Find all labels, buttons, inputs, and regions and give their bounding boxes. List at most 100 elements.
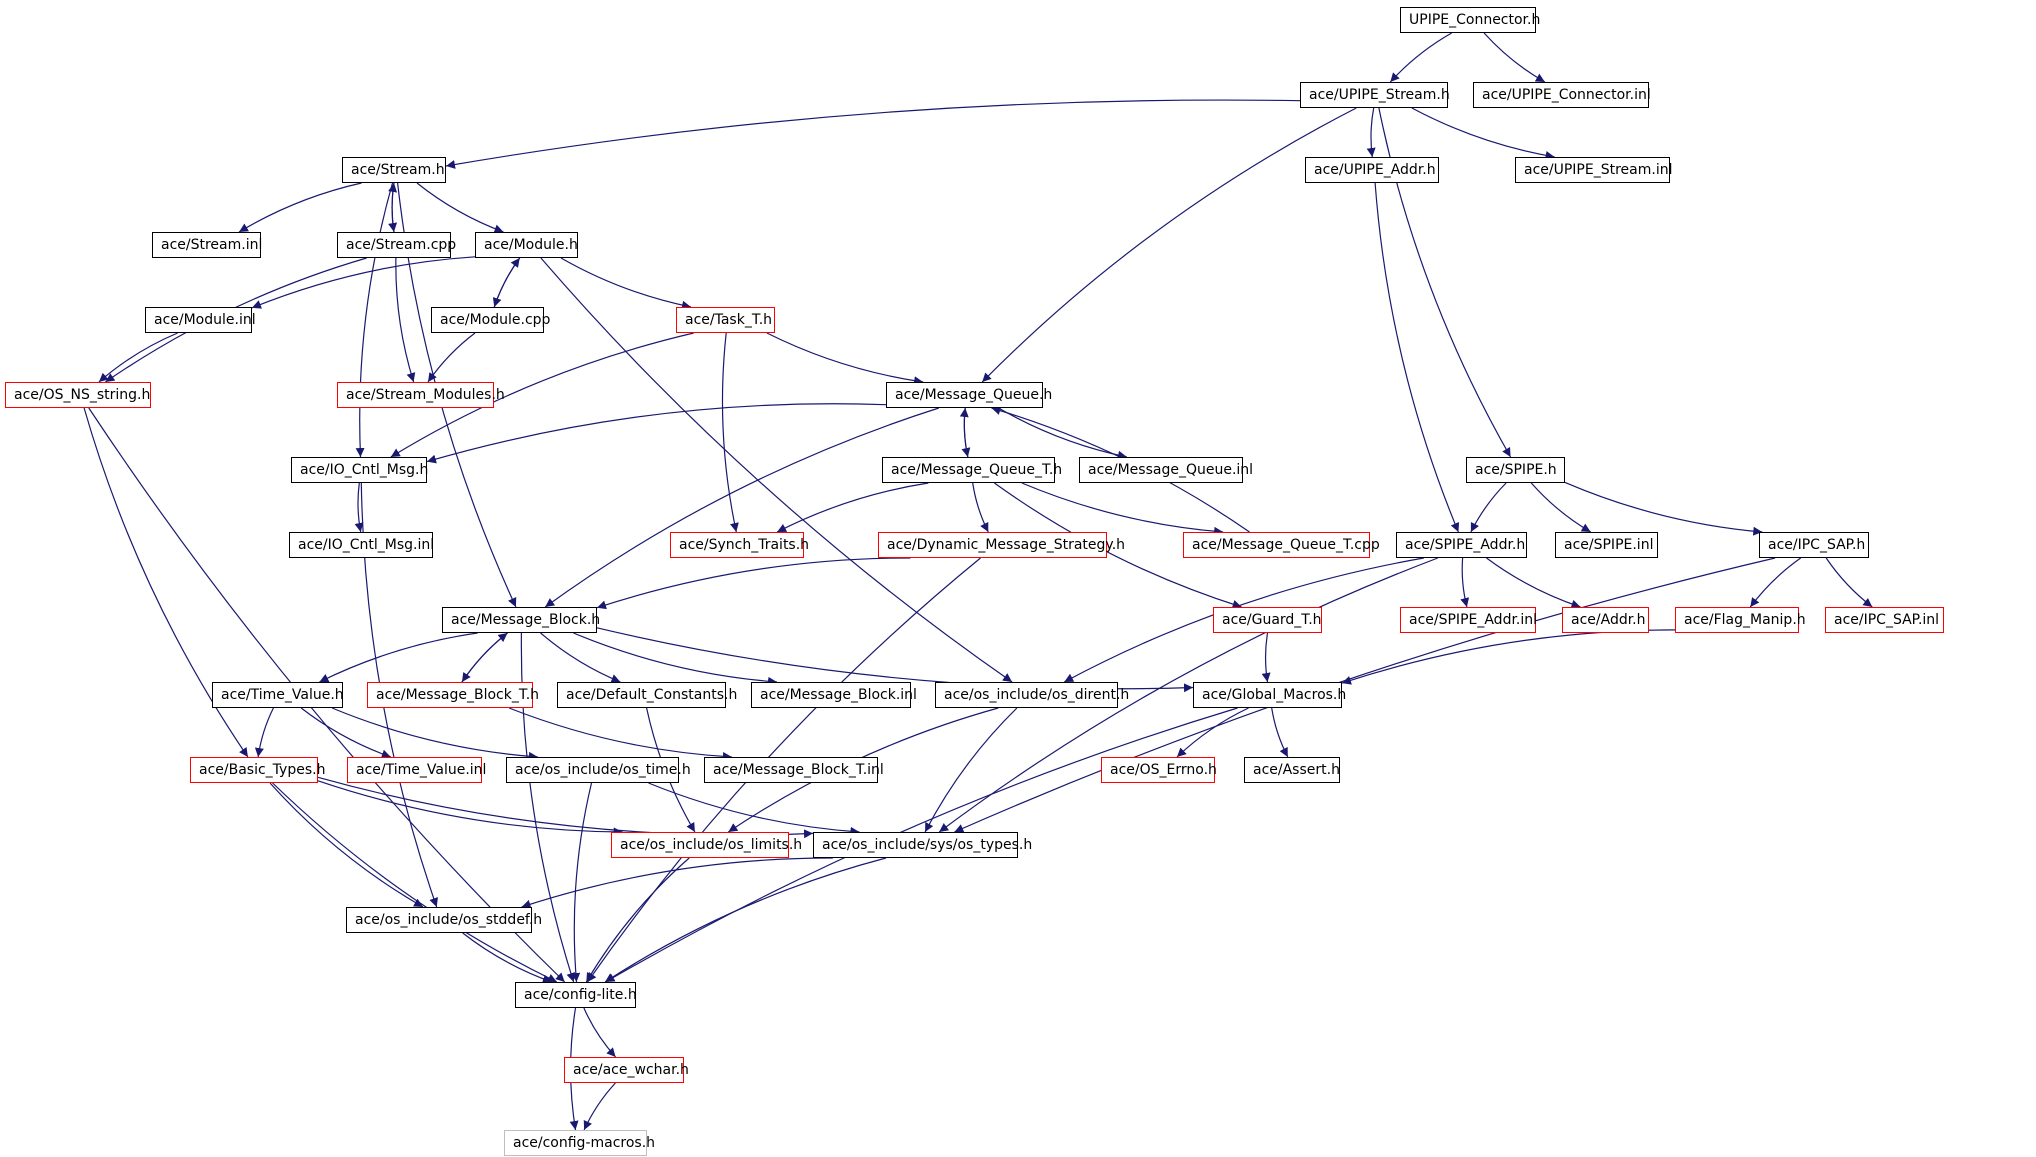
- node-io-cntl-msg-inl[interactable]: ace/IO_Cntl_Msg.inl: [289, 532, 434, 558]
- node-addr-h[interactable]: ace/Addr.h: [1562, 607, 1649, 633]
- edge-n24-to-n29: [1460, 557, 1470, 608]
- edge-n4-to-n7: [238, 182, 362, 233]
- edge-n19-to-n26: [1564, 481, 1763, 536]
- edge-n28-to-n38: [1261, 632, 1271, 683]
- edge-n46-to-n48: [604, 857, 887, 983]
- edge-n13-to-n39: [83, 407, 249, 758]
- edge-n4-to-n16: [355, 182, 394, 458]
- node-os-dirent-h[interactable]: ace/os_include/os_dirent.h: [935, 682, 1129, 708]
- edge-n19-to-n25: [1530, 482, 1592, 533]
- edge-n39-to-n47: [269, 782, 424, 908]
- edge-n24-to-n37: [1063, 557, 1424, 683]
- node-os-time-h[interactable]: ace/os_include/os_time.h: [506, 757, 691, 783]
- edge-n17-to-n23: [1021, 482, 1224, 536]
- edge-n45-to-n48: [585, 857, 690, 983]
- edge-n48-to-n49: [583, 1007, 617, 1058]
- node-os-limits-h[interactable]: ace/os_include/os_limits.h: [611, 832, 802, 858]
- node-module-inl[interactable]: ace/Module.inl: [145, 307, 256, 333]
- edge-n22-to-n27: [596, 557, 911, 610]
- edge-n2-to-n6: [1411, 107, 1555, 160]
- edge-n16-to-n20: [354, 482, 364, 533]
- edge-n5-to-n24: [1374, 182, 1460, 533]
- node-guard-t-h[interactable]: ace/Guard_T.h: [1213, 607, 1322, 633]
- edge-n12-to-n21: [721, 332, 739, 533]
- edge-n41-to-n48: [571, 782, 593, 983]
- edge-n10-to-n13: [98, 332, 178, 383]
- node-config-lite-h[interactable]: ace/config-lite.h: [515, 982, 637, 1008]
- node-os-ns-string-h[interactable]: ace/OS_NS_string.h: [5, 382, 151, 408]
- edge-n9-to-n12: [560, 257, 692, 310]
- edge-n17-to-n21: [776, 482, 929, 533]
- node-spipe-addr-h[interactable]: ace/SPIPE_Addr.h: [1396, 532, 1527, 558]
- edge-n31-to-n38: [1341, 629, 1676, 685]
- edge-n9-to-n37: [540, 257, 1013, 683]
- edge-n26-to-n32: [1825, 557, 1873, 608]
- node-message-block-t-inl[interactable]: ace/Message_Block_T.inl: [704, 757, 884, 783]
- node-upipe-addr-h[interactable]: ace/UPIPE_Addr.h: [1305, 157, 1439, 183]
- edge-n27-to-n34: [461, 632, 508, 683]
- edge-n2-to-n19: [1378, 107, 1512, 458]
- node-global-macros-h[interactable]: ace/Global_Macros.h: [1193, 682, 1346, 708]
- node-task-t-h[interactable]: ace/Task_T.h: [676, 307, 775, 333]
- node-os-errno-h[interactable]: ace/OS_Errno.h: [1101, 757, 1217, 783]
- node-message-block-h[interactable]: ace/Message_Block.h: [442, 607, 600, 633]
- node-time-value-h[interactable]: ace/Time_Value.h: [212, 682, 344, 708]
- edge-n38-to-n43: [1176, 707, 1249, 758]
- edge-n49-to-n50: [583, 1082, 616, 1131]
- node-upipe-stream-inl[interactable]: ace/UPIPE_Stream.inl: [1515, 157, 1672, 183]
- node-upipe-connector-inl[interactable]: ace/UPIPE_Connector.inl: [1473, 82, 1651, 108]
- node-module-cpp[interactable]: ace/Module.cpp: [431, 307, 550, 333]
- edge-n2-to-n15: [981, 107, 1357, 383]
- edge-n17-to-n22: [972, 482, 989, 533]
- node-os-stddef-h[interactable]: ace/os_include/os_stddef.h: [346, 907, 542, 933]
- node-assert-h[interactable]: ace/Assert.h: [1244, 757, 1340, 783]
- node-upipe-stream-h[interactable]: ace/UPIPE_Stream.h: [1300, 82, 1450, 108]
- node-spipe-inl[interactable]: ace/SPIPE.inl: [1555, 532, 1658, 558]
- edge-n17-to-n15: [959, 407, 969, 458]
- edge-n12-to-n16: [390, 332, 694, 458]
- edge-n39-to-n48: [272, 782, 558, 983]
- node-config-macros-h[interactable]: ace/config-macros.h: [504, 1130, 655, 1156]
- edge-n22-to-n48: [587, 557, 981, 983]
- node-basic-types-h[interactable]: ace/Basic_Types.h: [190, 757, 325, 783]
- edge-n34-to-n27: [461, 632, 508, 683]
- node-default-constants-h[interactable]: ace/Default_Constants.h: [557, 682, 737, 708]
- edge-n1-to-n3: [1483, 32, 1546, 83]
- node-ipc-sap-h[interactable]: ace/IPC_SAP.h: [1759, 532, 1869, 558]
- node-time-value-inl[interactable]: ace/Time_Value.inl: [347, 757, 486, 783]
- node-message-queue-t-cpp[interactable]: ace/Message_Queue_T.cpp: [1183, 532, 1380, 558]
- edge-n27-to-n35: [540, 632, 621, 683]
- node-os-types-h[interactable]: ace/os_include/sys/os_types.h: [813, 832, 1032, 858]
- edge-n27-to-n38: [596, 627, 1194, 693]
- node-module-h[interactable]: ace/Module.h: [475, 232, 578, 258]
- node-message-queue-inl[interactable]: ace/Message_Queue.inl: [1079, 457, 1253, 483]
- node-stream-h[interactable]: ace/Stream.h: [342, 157, 446, 183]
- node-spipe-addr-inl[interactable]: ace/SPIPE_Addr.inl: [1400, 607, 1537, 633]
- edge-n37-to-n46: [924, 707, 1018, 833]
- node-stream-cpp[interactable]: ace/Stream.cpp: [337, 232, 456, 258]
- edge-n27-to-n33: [319, 632, 478, 683]
- edge-n8-to-n4: [388, 182, 398, 233]
- node-dynamic-message-strategy-h[interactable]: ace/Dynamic_Message_Strategy.h: [878, 532, 1125, 558]
- node-message-queue-h[interactable]: ace/Message_Queue.h: [886, 382, 1052, 408]
- node-flag-manip-h[interactable]: ace/Flag_Manip.h: [1675, 607, 1806, 633]
- edge-n1-to-n2: [1389, 32, 1452, 83]
- node-message-block-t-h[interactable]: ace/Message_Block_T.h: [367, 682, 539, 708]
- node-stream-inl[interactable]: ace/Stream.inl: [152, 232, 262, 258]
- node-stream-modules-h[interactable]: ace/Stream_Modules.h: [337, 382, 505, 408]
- edge-n11-to-n14: [427, 332, 476, 383]
- node-ace-wchar-h[interactable]: ace/ace_wchar.h: [564, 1057, 689, 1083]
- edge-n34-to-n42: [508, 707, 732, 761]
- node-synch-traits-h[interactable]: ace/Synch_Traits.h: [670, 532, 809, 558]
- node-upipe-connector-h[interactable]: UPIPE_Connector.h: [1400, 7, 1540, 33]
- node-message-queue-t-h[interactable]: ace/Message_Queue_T.h: [882, 457, 1062, 483]
- node-ipc-sap-inl[interactable]: ace/IPC_SAP.inl: [1825, 607, 1944, 633]
- node-io-cntl-msg-h[interactable]: ace/IO_Cntl_Msg.h: [291, 457, 428, 483]
- edge-n11-to-n9: [493, 257, 521, 308]
- edge-n19-to-n24: [1470, 482, 1507, 533]
- edge-n38-to-n44: [1271, 707, 1289, 758]
- node-spipe-h[interactable]: ace/SPIPE.h: [1466, 457, 1565, 483]
- node-message-block-inl[interactable]: ace/Message_Block.inl: [751, 682, 917, 708]
- edge-n41-to-n46: [648, 782, 860, 836]
